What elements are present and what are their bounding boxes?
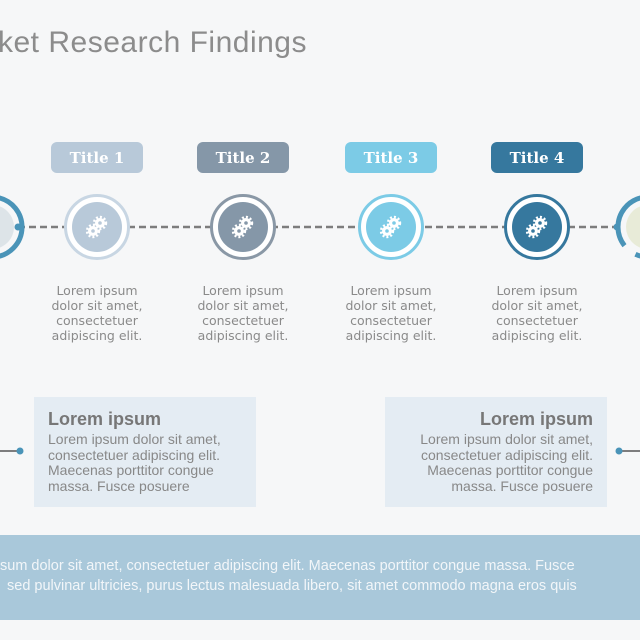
step-node [358, 194, 424, 260]
left-dot [14, 223, 22, 231]
desc-line: consectetuer [350, 313, 432, 328]
gears-icon [231, 215, 254, 239]
right-photo [626, 206, 640, 248]
right-connector-dot [615, 447, 623, 455]
gears-icon [379, 215, 402, 239]
desc-line: Lorem ipsum [350, 283, 432, 298]
desc-line: Lorem ipsum [56, 283, 138, 298]
step-title-badge: Title 1 [51, 142, 143, 173]
box-line: massa. Fusce posuere [48, 477, 190, 494]
left-connector-dot [16, 447, 24, 455]
gears-icon [525, 215, 548, 239]
box-line: consectetuer adipiscing elit. [421, 446, 593, 463]
desc-line: adipiscing elit. [345, 328, 437, 343]
step-node [64, 194, 130, 260]
summary-band: sum dolor sit amet, consectetuer adipisc… [0, 535, 640, 620]
slide-title: ket Research Findings [0, 26, 307, 59]
info-box-right: Lorem ipsum Lorem ipsum dolor sit amet,c… [385, 397, 607, 507]
desc-line: adipiscing elit. [51, 328, 143, 343]
desc-line: dolor sit amet, [491, 298, 583, 313]
box-line: Lorem ipsum dolor sit amet, [420, 431, 593, 447]
band-line-1: sum dolor sit amet, consectetuer adipisc… [0, 558, 575, 574]
box-line: Lorem ipsum dolor sit amet, [48, 431, 221, 447]
desc-line: Lorem ipsum [496, 283, 578, 298]
desc-line: consectetuer [496, 313, 578, 328]
info-box-left: Lorem ipsum Lorem ipsum dolor sit amet,c… [34, 397, 256, 507]
desc-line: dolor sit amet, [51, 298, 143, 313]
desc-line: adipiscing elit. [491, 328, 583, 343]
left-photo [0, 206, 14, 248]
desc-line: dolor sit amet, [345, 298, 437, 313]
desc-line: consectetuer [202, 313, 284, 328]
step-title-badge: Title 3 [345, 142, 437, 173]
box-heading: Lorem ipsum [479, 409, 593, 429]
desc-line: Lorem ipsum [202, 283, 284, 298]
box-line: Maecenas porttitor congue [48, 462, 214, 478]
desc-line: adipiscing elit. [197, 328, 289, 343]
desc-line: dolor sit amet, [197, 298, 289, 313]
left-photo-ring [0, 195, 25, 259]
band-line-2: sed pulvinar ultricies, purus lectus mal… [7, 578, 577, 594]
box-heading: Lorem ipsum [48, 409, 162, 429]
box-line: consectetuer adipiscing elit. [48, 446, 220, 463]
step-node [210, 194, 276, 260]
step-node [504, 194, 570, 260]
gears-icon [85, 215, 108, 239]
desc-line: consectetuer [56, 313, 138, 328]
step-title-badge: Title 2 [197, 142, 289, 173]
step-title-badge: Title 4 [491, 142, 583, 173]
right-dot [613, 223, 621, 231]
box-line: massa. Fusce posuere [451, 477, 593, 494]
box-line: Maecenas porttitor congue [427, 462, 593, 478]
